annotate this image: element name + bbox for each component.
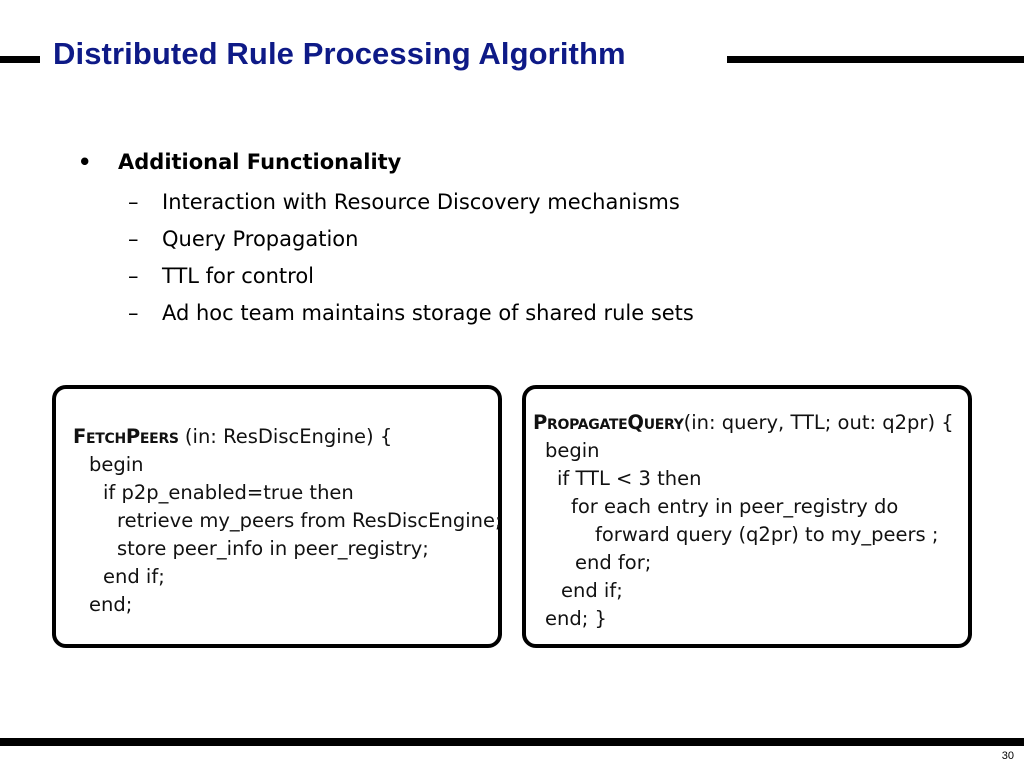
sub-item-text: TTL for control — [162, 264, 315, 288]
code-line: if TTL < 3 then — [557, 467, 702, 490]
page-number: 30 — [1001, 750, 1014, 762]
sub-item-text: Query Propagation — [162, 227, 359, 251]
fetchpeers-code-box: FetchPeers (in: ResDiscEngine) { begin i… — [52, 385, 502, 648]
code-line: end for; — [575, 551, 652, 574]
code-line: end; — [89, 593, 133, 616]
sub-dash: – — [128, 264, 139, 288]
propagatequery-code-box: PropagateQuery(in: query, TTL; out: q2pr… — [522, 385, 972, 648]
code-line: if p2p_enabled=true then — [103, 481, 354, 504]
fetchpeers-name: FetchPeers — [73, 425, 179, 448]
code-line: for each entry in peer_registry do — [571, 495, 899, 518]
code-line: end; } — [545, 607, 607, 630]
sub-item-text: Interaction with Resource Discovery mech… — [162, 190, 680, 214]
code-line: store peer_info in peer_registry; — [117, 537, 429, 560]
title-rule-right — [727, 56, 1024, 63]
sub-dash: – — [128, 190, 139, 214]
sub-dash: – — [128, 227, 139, 251]
code-line: begin — [545, 439, 600, 462]
bullet-heading-text: Additional Functionality — [118, 150, 402, 174]
footer-rule — [0, 738, 1024, 746]
slide-title: Distributed Rule Processing Algorithm — [53, 36, 626, 71]
propagatequery-signature: (in: query, TTL; out: q2pr) { — [683, 411, 954, 434]
code-line: begin — [89, 453, 144, 476]
code-line: forward query (q2pr) to my_peers ; — [595, 523, 939, 546]
title-rule-left — [0, 56, 40, 63]
code-line: retrieve my_peers from ResDiscEngine; — [117, 509, 502, 532]
fetchpeers-signature: (in: ResDiscEngine) { — [178, 425, 393, 448]
sub-item-text: Ad hoc team maintains storage of shared … — [162, 301, 694, 325]
fetchpeers-header: FetchPeers (in: ResDiscEngine) { — [73, 425, 392, 448]
code-line: end if; — [103, 565, 165, 588]
code-line: end if; — [561, 579, 623, 602]
sub-dash: – — [128, 301, 139, 325]
propagatequery-name: PropagateQuery — [533, 411, 684, 434]
bullet-dot: • — [78, 150, 92, 174]
propagatequery-header: PropagateQuery(in: query, TTL; out: q2pr… — [533, 411, 954, 434]
